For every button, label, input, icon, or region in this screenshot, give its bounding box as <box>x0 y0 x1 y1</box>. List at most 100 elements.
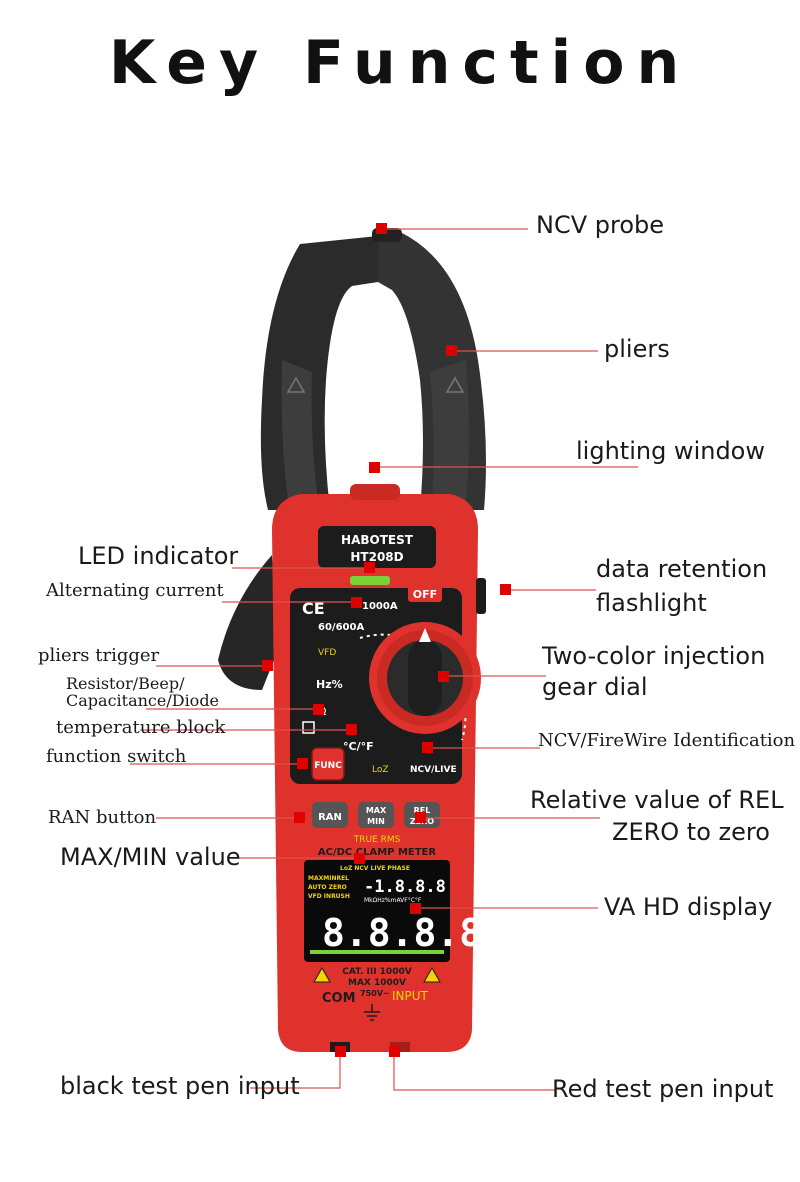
range-label: 1000A <box>362 601 398 612</box>
marker-relative <box>415 812 426 823</box>
ran-button[interactable] <box>312 802 348 828</box>
brand-name: HABOTEST <box>341 533 414 547</box>
max-button-label: MAX <box>366 806 387 815</box>
lcd-units: MkΩHz%mAVF°C°F <box>364 897 422 904</box>
label-two-color-2: gear dial <box>542 673 648 701</box>
marker-alternating-current <box>351 597 362 608</box>
lcd-indicator-row-3: VFD INRUSH <box>308 893 350 900</box>
label-max-min-value: MAX/MIN value <box>60 843 241 871</box>
ground-icon <box>364 1004 380 1021</box>
label-pliers-trigger: pliers trigger <box>38 645 160 666</box>
leader-lines <box>130 228 638 1091</box>
dial-pointer-icon <box>419 628 431 642</box>
pliers-trigger[interactable] <box>218 555 278 690</box>
func-button-label: FUNC <box>314 761 342 771</box>
label-alternating-current: Alternating current <box>46 580 224 601</box>
meter-type-label: AC/DC CLAMP METER <box>318 847 436 858</box>
label-data-retention-1: data retention <box>596 555 768 583</box>
brand-badge <box>318 526 436 568</box>
label-va-hd-display: VA HD display <box>604 893 773 921</box>
marker-two-color <box>438 671 449 682</box>
max-min-button[interactable] <box>358 802 394 828</box>
lcd-indicator-row-1: MAXMINREL <box>308 875 349 882</box>
label-resistor-1: Resistor/Beep/ <box>66 674 185 693</box>
led-indicator <box>350 576 390 585</box>
label-black-pen: black test pen input <box>60 1072 300 1100</box>
label-lighting-window: lighting window <box>576 437 765 465</box>
leader-red-pen <box>393 1052 556 1091</box>
lcd-indicator-row-2: AUTO ZERO <box>308 884 347 891</box>
label-temperature-block: temperature block <box>56 717 226 738</box>
left-jaw <box>260 236 378 510</box>
temperature-socket-icon <box>302 721 315 734</box>
ncv-live-label: NCV/LIVE <box>410 765 457 775</box>
marker-resistor <box>313 704 324 715</box>
warning-triangle-icon <box>286 376 306 393</box>
input-label: INPUT <box>392 989 429 1003</box>
warning-triangle-icon <box>423 966 441 983</box>
lcd-top-indicators: LoZ NCV LIVE PHASE <box>340 865 410 872</box>
marker-ncv-probe <box>376 223 387 234</box>
warning-triangle-icon <box>445 376 465 393</box>
label-red-pen: Red test pen input <box>552 1075 774 1103</box>
label-led-indicator: LED indicator <box>78 542 239 570</box>
com-label: COM <box>322 991 356 1006</box>
off-badge <box>408 586 442 602</box>
ce-mark: CE <box>302 599 325 618</box>
data-retention-button[interactable] <box>476 578 486 614</box>
label-function-switch: function switch <box>46 746 187 767</box>
rel-button-label: REL <box>414 806 431 815</box>
marker-pliers-trigger <box>262 660 273 671</box>
lighting-window <box>350 484 400 500</box>
lcd-bargraph <box>310 950 444 954</box>
label-relative-2: ZERO to zero <box>612 818 770 846</box>
marker-led-indicator <box>364 562 375 573</box>
lcd-display <box>304 860 450 962</box>
marker-data-retention <box>500 584 511 595</box>
jaws <box>260 228 486 510</box>
label-ncv-probe: NCV probe <box>536 211 665 239</box>
leader-black-pen <box>250 1052 341 1089</box>
marker-red-pen <box>389 1046 400 1057</box>
label-ncv-firewire: NCV/FireWire Identification <box>538 730 796 751</box>
markers <box>262 223 511 1057</box>
volt-label: 750V~ <box>360 989 390 998</box>
vfd-label: VFD <box>318 648 336 658</box>
warning-triangle-icon <box>313 966 331 983</box>
marker-function-switch <box>297 758 308 769</box>
max-rating: MAX 1000V <box>348 978 406 988</box>
gear-dial-grip <box>408 640 442 716</box>
label-pliers: pliers <box>604 335 670 363</box>
marker-black-pen <box>335 1046 346 1057</box>
marker-ncv-firewire <box>422 742 433 753</box>
label-two-color-1: Two-color injection <box>542 642 766 670</box>
page-title: Key Function <box>108 28 692 98</box>
marker-temperature <box>346 724 357 735</box>
marker-va-display <box>410 903 421 914</box>
hz-label: Hz% <box>316 678 343 691</box>
left-jaw-panel <box>281 360 318 500</box>
range-sub-label: 60/600A <box>318 622 364 633</box>
temp-label: °C/°F <box>343 740 374 753</box>
model-number: HT208D <box>350 550 403 564</box>
marker-ran-button <box>294 812 305 823</box>
marker-lighting-window <box>369 462 380 473</box>
right-jaw <box>378 232 486 510</box>
meter-body: HABOTEST HT208D OFF CE 1000A 60/600A VFD… <box>272 484 486 1052</box>
ran-button-label: RAN <box>318 812 342 823</box>
lcd-big-digits: 8.8.8.8 <box>322 911 482 955</box>
loz-label: LoZ <box>372 765 389 775</box>
func-button[interactable] <box>311 747 345 781</box>
min-button-label: MIN <box>367 817 385 826</box>
cat-rating: CAT. III 1000V <box>342 967 411 977</box>
marker-pliers <box>446 345 457 356</box>
label-data-retention-2: flashlight <box>596 589 707 617</box>
off-label: OFF <box>413 588 437 601</box>
label-resistor-2: Capacitance/Diode <box>66 691 220 710</box>
lcd-small-digits: -1.8.8.8 <box>364 877 446 897</box>
marker-max-min <box>354 853 365 864</box>
label-ran-button: RAN button <box>48 807 157 828</box>
true-rms-label: TRUE RMS <box>353 835 401 845</box>
